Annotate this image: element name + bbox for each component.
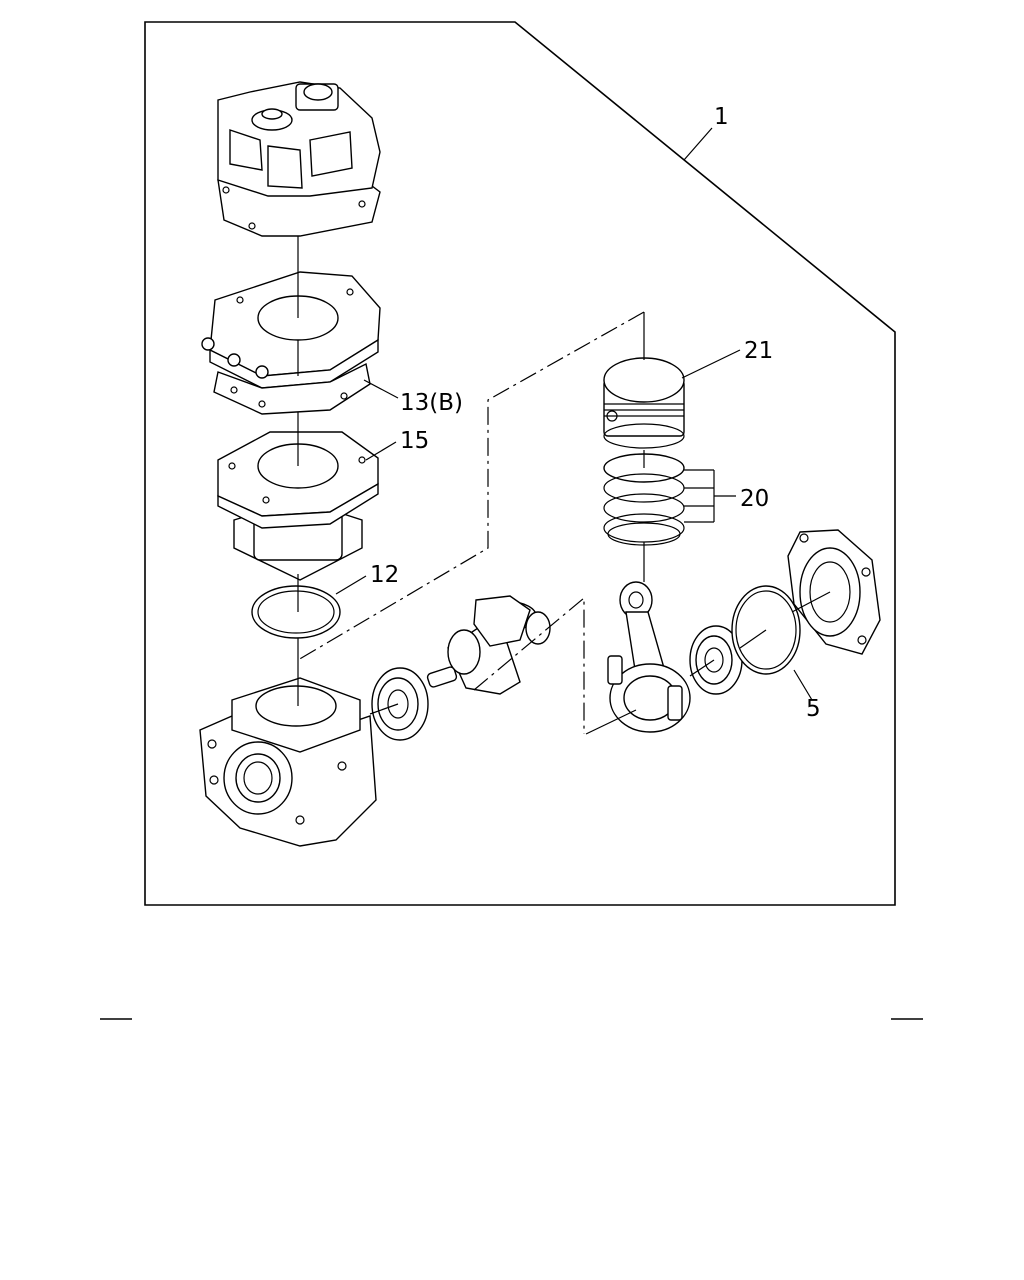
diagram-frame [144, 21, 896, 906]
callout-21: 21 [744, 338, 773, 364]
piston-21-part [603, 357, 685, 449]
bearing-left-part [371, 667, 429, 741]
o-ring-12-part [251, 585, 341, 639]
connecting-rod-part [607, 581, 691, 733]
callout-1: 1 [714, 104, 729, 130]
cylinder-head-part [217, 81, 381, 237]
end-cover-part [787, 529, 881, 655]
callout-20: 20 [740, 486, 769, 512]
flange-plate-part [201, 271, 381, 389]
callout-15: 15 [400, 428, 429, 454]
callout-12: 12 [370, 562, 399, 588]
assembly-lines [297, 236, 831, 735]
callout-leaders [335, 127, 813, 701]
gasket-13b-part [213, 362, 371, 415]
callout-5: 5 [806, 696, 821, 722]
callout-13b: 13(B) [400, 390, 463, 416]
crankcase-part [199, 677, 377, 847]
crankshaft-part [426, 595, 551, 695]
